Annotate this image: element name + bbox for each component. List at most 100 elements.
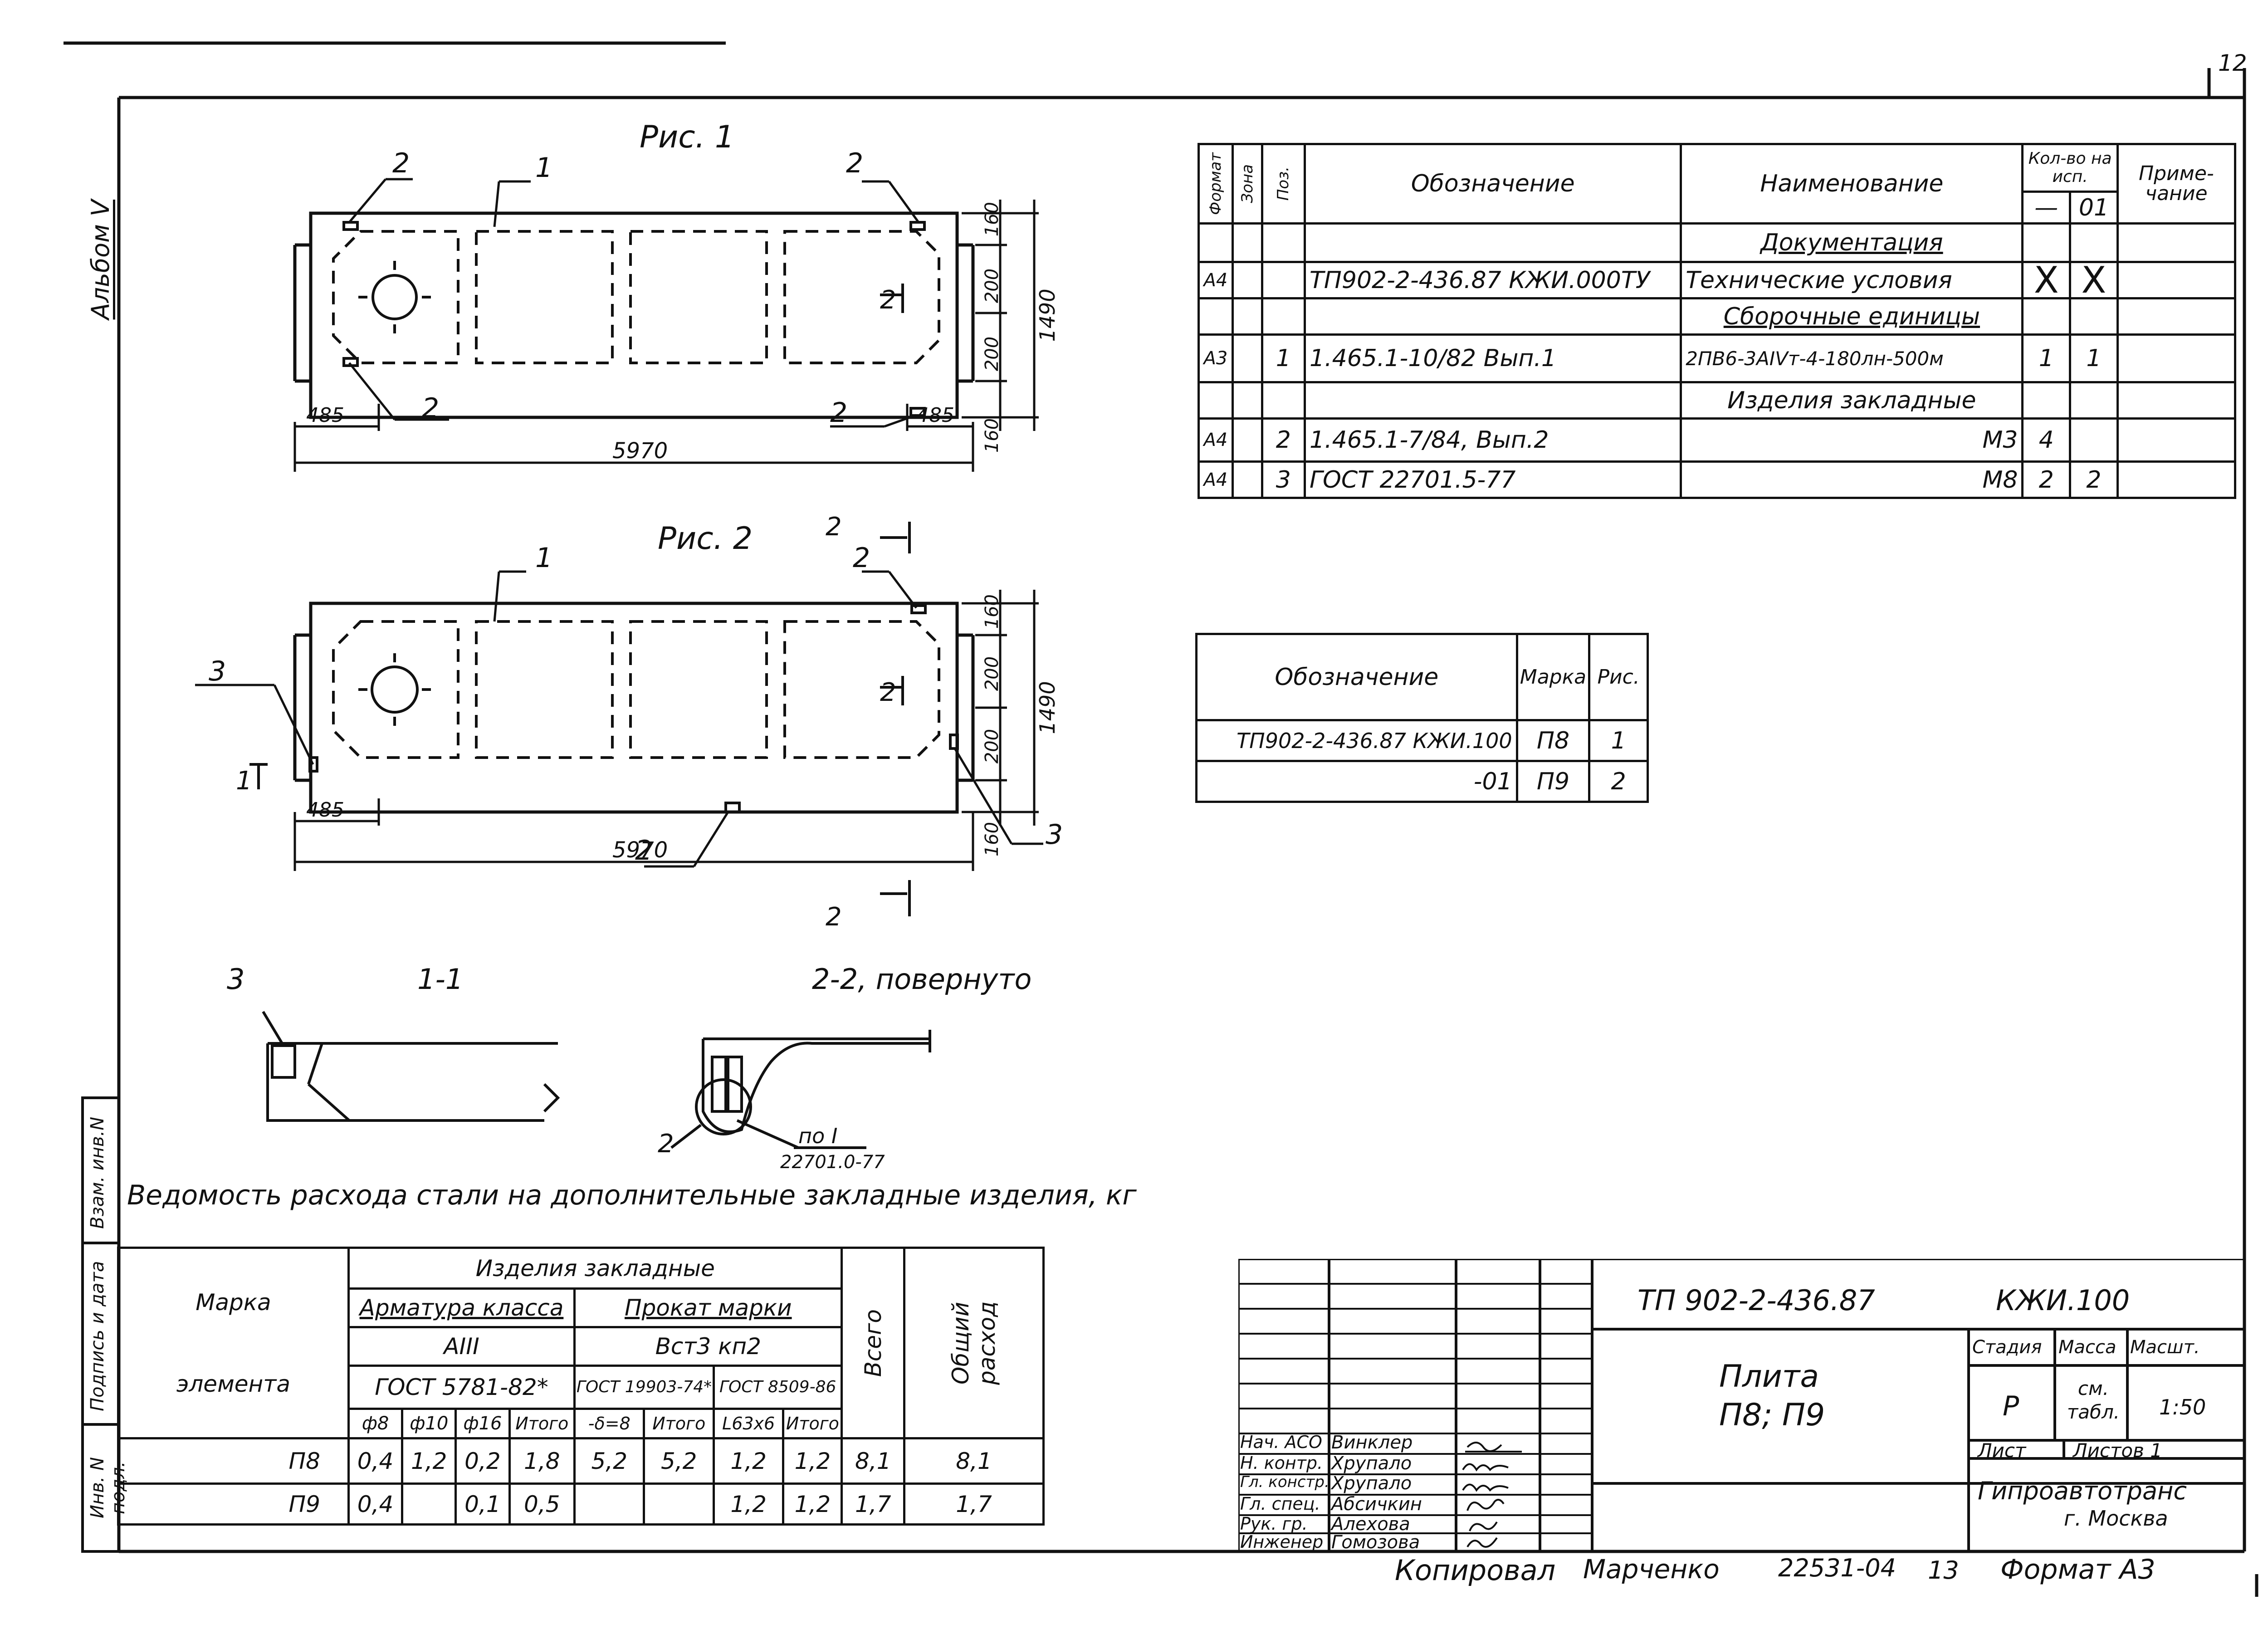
spec-row-pos: 3	[1261, 460, 1306, 499]
steel-row-value: 1,2	[782, 1482, 843, 1526]
spec-header-designation: Обозначение	[1304, 143, 1682, 225]
fig1-dim-h2: 200	[982, 269, 1002, 303]
steel-sub-header: ф10	[401, 1408, 457, 1439]
spec-header-qty-01: 01	[2069, 191, 2119, 225]
figure-2-drawing: Рис. 2 1 2 2 2 2 1 3 2	[195, 513, 1063, 930]
title-name-1: Плита	[1719, 1359, 1819, 1394]
person-role: Рук. гр.	[1240, 1514, 1308, 1534]
fig2-dim-length: 5970	[612, 837, 668, 863]
title-scale: 1:50	[2159, 1395, 2206, 1419]
steel-header-rolled-grade: Вст3 кп2	[573, 1326, 843, 1367]
footer-number: 22531-04	[1778, 1554, 1896, 1582]
spec-row-q1: 4	[2021, 417, 2072, 463]
steel-row-value: 0,2	[455, 1437, 511, 1485]
person-role: Гл. спец.	[1240, 1494, 1320, 1514]
spec-row-format: А4	[1198, 417, 1234, 463]
spec-row-designation: ТП902-2-436.87 КЖИ.000ТУ	[1304, 261, 1682, 299]
steel-row-total: 1,7	[841, 1482, 906, 1526]
spec-row-q1: X	[2021, 261, 2072, 299]
fig1-pos-label-2a: 2	[392, 147, 410, 179]
spec-row-q2	[2069, 417, 2119, 463]
title-org-2: г. Москва	[2064, 1506, 2168, 1531]
title-mass: см. табл.	[2067, 1377, 2120, 1423]
mark-row-mark: П8	[1515, 719, 1591, 762]
spec-row-q2: X	[2069, 261, 2119, 299]
steel-header-gost-1: ГОСТ 19903-74*	[573, 1365, 715, 1410]
steel-table-caption: Ведомость расхода стали на дополнительны…	[127, 1179, 1137, 1211]
steel-row-value	[401, 1482, 457, 1526]
spec-header-qty: Кол-во на исп.	[2021, 143, 2119, 193]
stamp-replacement-inv: Взам. инв.N	[87, 1116, 108, 1229]
title-block-grid	[1238, 1259, 2244, 1551]
person-name: Хрупало	[1331, 1453, 1412, 1474]
spec-row-q1: 2	[2021, 460, 2072, 499]
fig1-dim-left: 485	[306, 404, 344, 427]
signature-mark	[1466, 1537, 1498, 1548]
title-scale-header: Масшт.	[2130, 1337, 2200, 1358]
signature-mark	[1462, 1483, 1509, 1492]
fig1-dim-length: 5970	[612, 438, 668, 464]
steel-header-overall: Общий расход	[903, 1247, 1045, 1439]
steel-row-value: 1,2	[782, 1437, 843, 1485]
steel-row: П8 0,4 1,2 0,2 1,8 5,2 5,2 1,2 1,2 8,1 8…	[117, 1437, 1045, 1485]
fig1-pos-label-2d: 2	[830, 397, 847, 429]
person-name: Гомозова	[1331, 1532, 1420, 1553]
title-code: ТП 902-2-436.87	[1637, 1284, 1875, 1317]
steel-row-value: 5,2	[573, 1437, 645, 1485]
spec-header-note: Приме-чание	[2116, 143, 2237, 225]
steel-row-value	[643, 1482, 715, 1526]
fig1-dim-right: 485	[916, 404, 954, 427]
fig2-dim-h4: 160	[982, 822, 1002, 856]
steel-header-mark: Марка элемента	[117, 1247, 350, 1439]
spec-row-pos: 1	[1261, 333, 1306, 383]
steel-row-value: 1,2	[401, 1437, 457, 1485]
footer-format: Формат А3	[2000, 1554, 2156, 1585]
title-sheets-header: Листов 1	[2073, 1439, 2162, 1462]
person-role: Н. контр.	[1240, 1453, 1323, 1473]
spec-header-name: Наименование	[1680, 143, 2024, 225]
spec-header-pos: Поз.	[1261, 143, 1306, 225]
spec-row-q2: 1	[2069, 333, 2119, 383]
steel-row-total: 8,1	[841, 1437, 906, 1485]
steel-sub-header: L63х6	[712, 1408, 785, 1439]
section-2-2-note-1: по I	[798, 1124, 837, 1148]
sections-drawing: 1-1 3 2-2, повернуто 2 по I 22701.0-77	[227, 963, 1031, 1173]
mark-row: -01 П9 2	[1195, 760, 1649, 803]
fig2-section-mark: 2	[880, 678, 896, 707]
fig2-dim-h1: 160	[982, 594, 1002, 629]
steel-row-value: 1,2	[712, 1437, 785, 1485]
fig2-pos-label-3b: 3	[1046, 819, 1063, 851]
steel-header-rebar-class: АIII	[347, 1326, 576, 1367]
steel-row-value: 1,2	[712, 1482, 785, 1526]
title-sheet-header: Лист	[1978, 1439, 2026, 1462]
title-mass-header: Масса	[2058, 1337, 2116, 1358]
fig1-dim-h4: 160	[982, 418, 1002, 453]
steel-header-total: Всего	[841, 1247, 906, 1439]
title-org-1: Гипроавтотранс	[1978, 1477, 2187, 1505]
fig2-section-left: 1	[236, 766, 252, 796]
spec-row-designation: 1.465.1-7/84, Вып.2	[1304, 417, 1682, 463]
spec-row-name: Сборочные единицы	[1680, 297, 2024, 336]
spec-row-name: Документация	[1680, 222, 2024, 263]
steel-row-overall: 8,1	[903, 1437, 1045, 1485]
steel-row-mark: П9	[117, 1482, 350, 1526]
fig1-dim-h1: 160	[982, 202, 1002, 236]
section-2-2-title: 2-2, повернуто	[812, 963, 1031, 996]
section-1-1-pos: 3	[227, 963, 244, 996]
fig1-pos-label-2c: 2	[422, 392, 439, 424]
album-label: Альбом V	[86, 200, 115, 320]
spec-row-0: Документация	[1198, 222, 2237, 263]
fig1-dim-total: 1490	[1035, 289, 1060, 342]
steel-row-value: 0,1	[455, 1482, 511, 1526]
steel-sub-header: Итого	[508, 1408, 576, 1439]
steel-sub-header: -δ=8	[573, 1408, 645, 1439]
title-block: ТП 902-2-436.87 КЖИ.100 Плита П8; П9 Ста…	[1238, 1259, 2244, 1553]
steel-row-value: 0,5	[508, 1482, 576, 1526]
steel-row-value	[573, 1482, 645, 1526]
fig1-section-mark: 2	[880, 285, 896, 315]
person-name: Абсичкин	[1331, 1494, 1422, 1515]
section-2-2-pos: 2	[658, 1129, 674, 1159]
fig1-pos-label-2b: 2	[846, 147, 863, 179]
steel-header-rebar-gost: ГОСТ 5781-82*	[347, 1365, 576, 1410]
